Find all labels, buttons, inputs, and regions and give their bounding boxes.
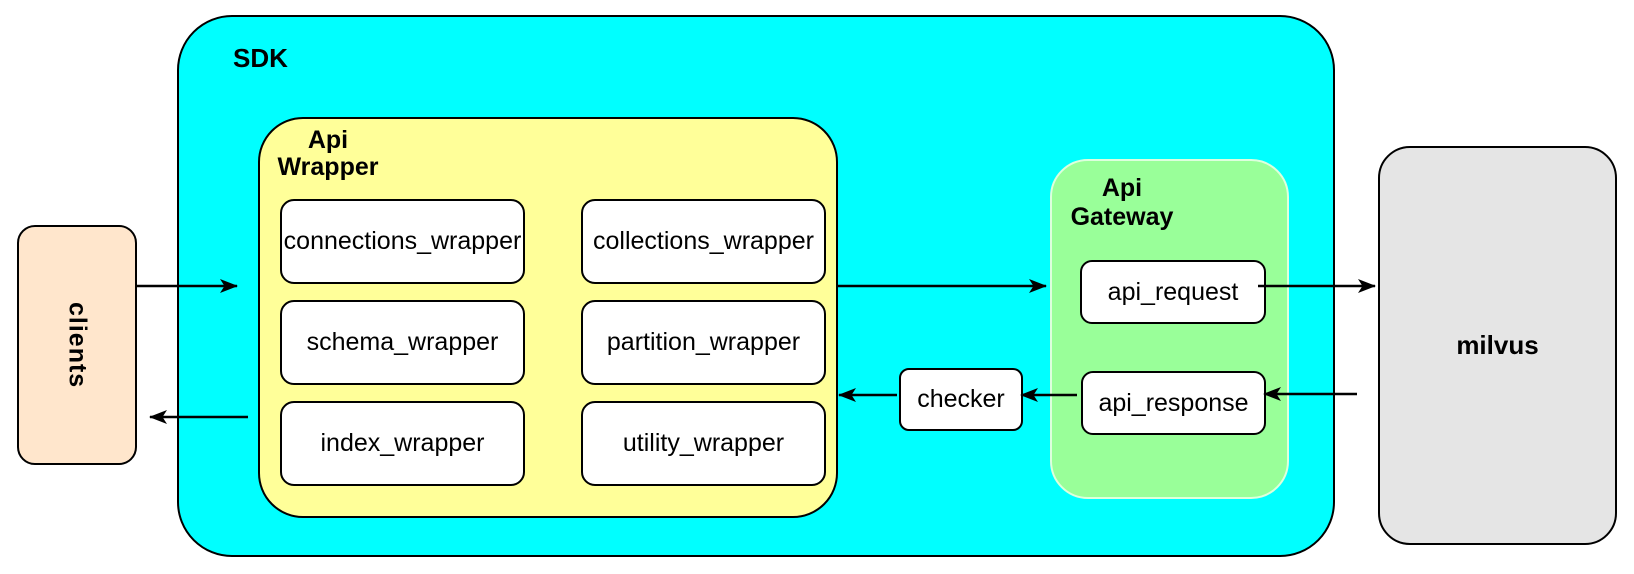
node-index-wrapper: index_wrapper: [280, 401, 525, 486]
api-wrapper-label: Api Wrapper: [277, 126, 379, 181]
node-collections-wrapper: collections_wrapper: [581, 199, 826, 284]
api-gateway-container: Api Gateway api_request api_response: [1050, 159, 1289, 499]
sdk-container: SDK Api Wrapper connections_wrapper coll…: [177, 15, 1335, 557]
api-gateway-label: Api Gateway: [1070, 174, 1174, 231]
milvus-label: milvus: [1456, 330, 1539, 360]
node-checker: checker: [899, 368, 1023, 431]
api-wrapper-container: Api Wrapper connections_wrapper collecti…: [258, 117, 838, 518]
milvus-box: milvus: [1378, 146, 1617, 545]
node-api-response: api_response: [1081, 371, 1266, 435]
node-connections-wrapper: connections_wrapper: [280, 199, 525, 284]
node-partition-wrapper: partition_wrapper: [581, 300, 826, 385]
clients-label: clients: [63, 301, 92, 389]
node-schema-wrapper: schema_wrapper: [280, 300, 525, 385]
sdk-label: SDK: [233, 43, 288, 73]
node-api-request: api_request: [1080, 260, 1266, 324]
clients-box: clients: [17, 225, 137, 465]
node-utility-wrapper: utility_wrapper: [581, 401, 826, 486]
